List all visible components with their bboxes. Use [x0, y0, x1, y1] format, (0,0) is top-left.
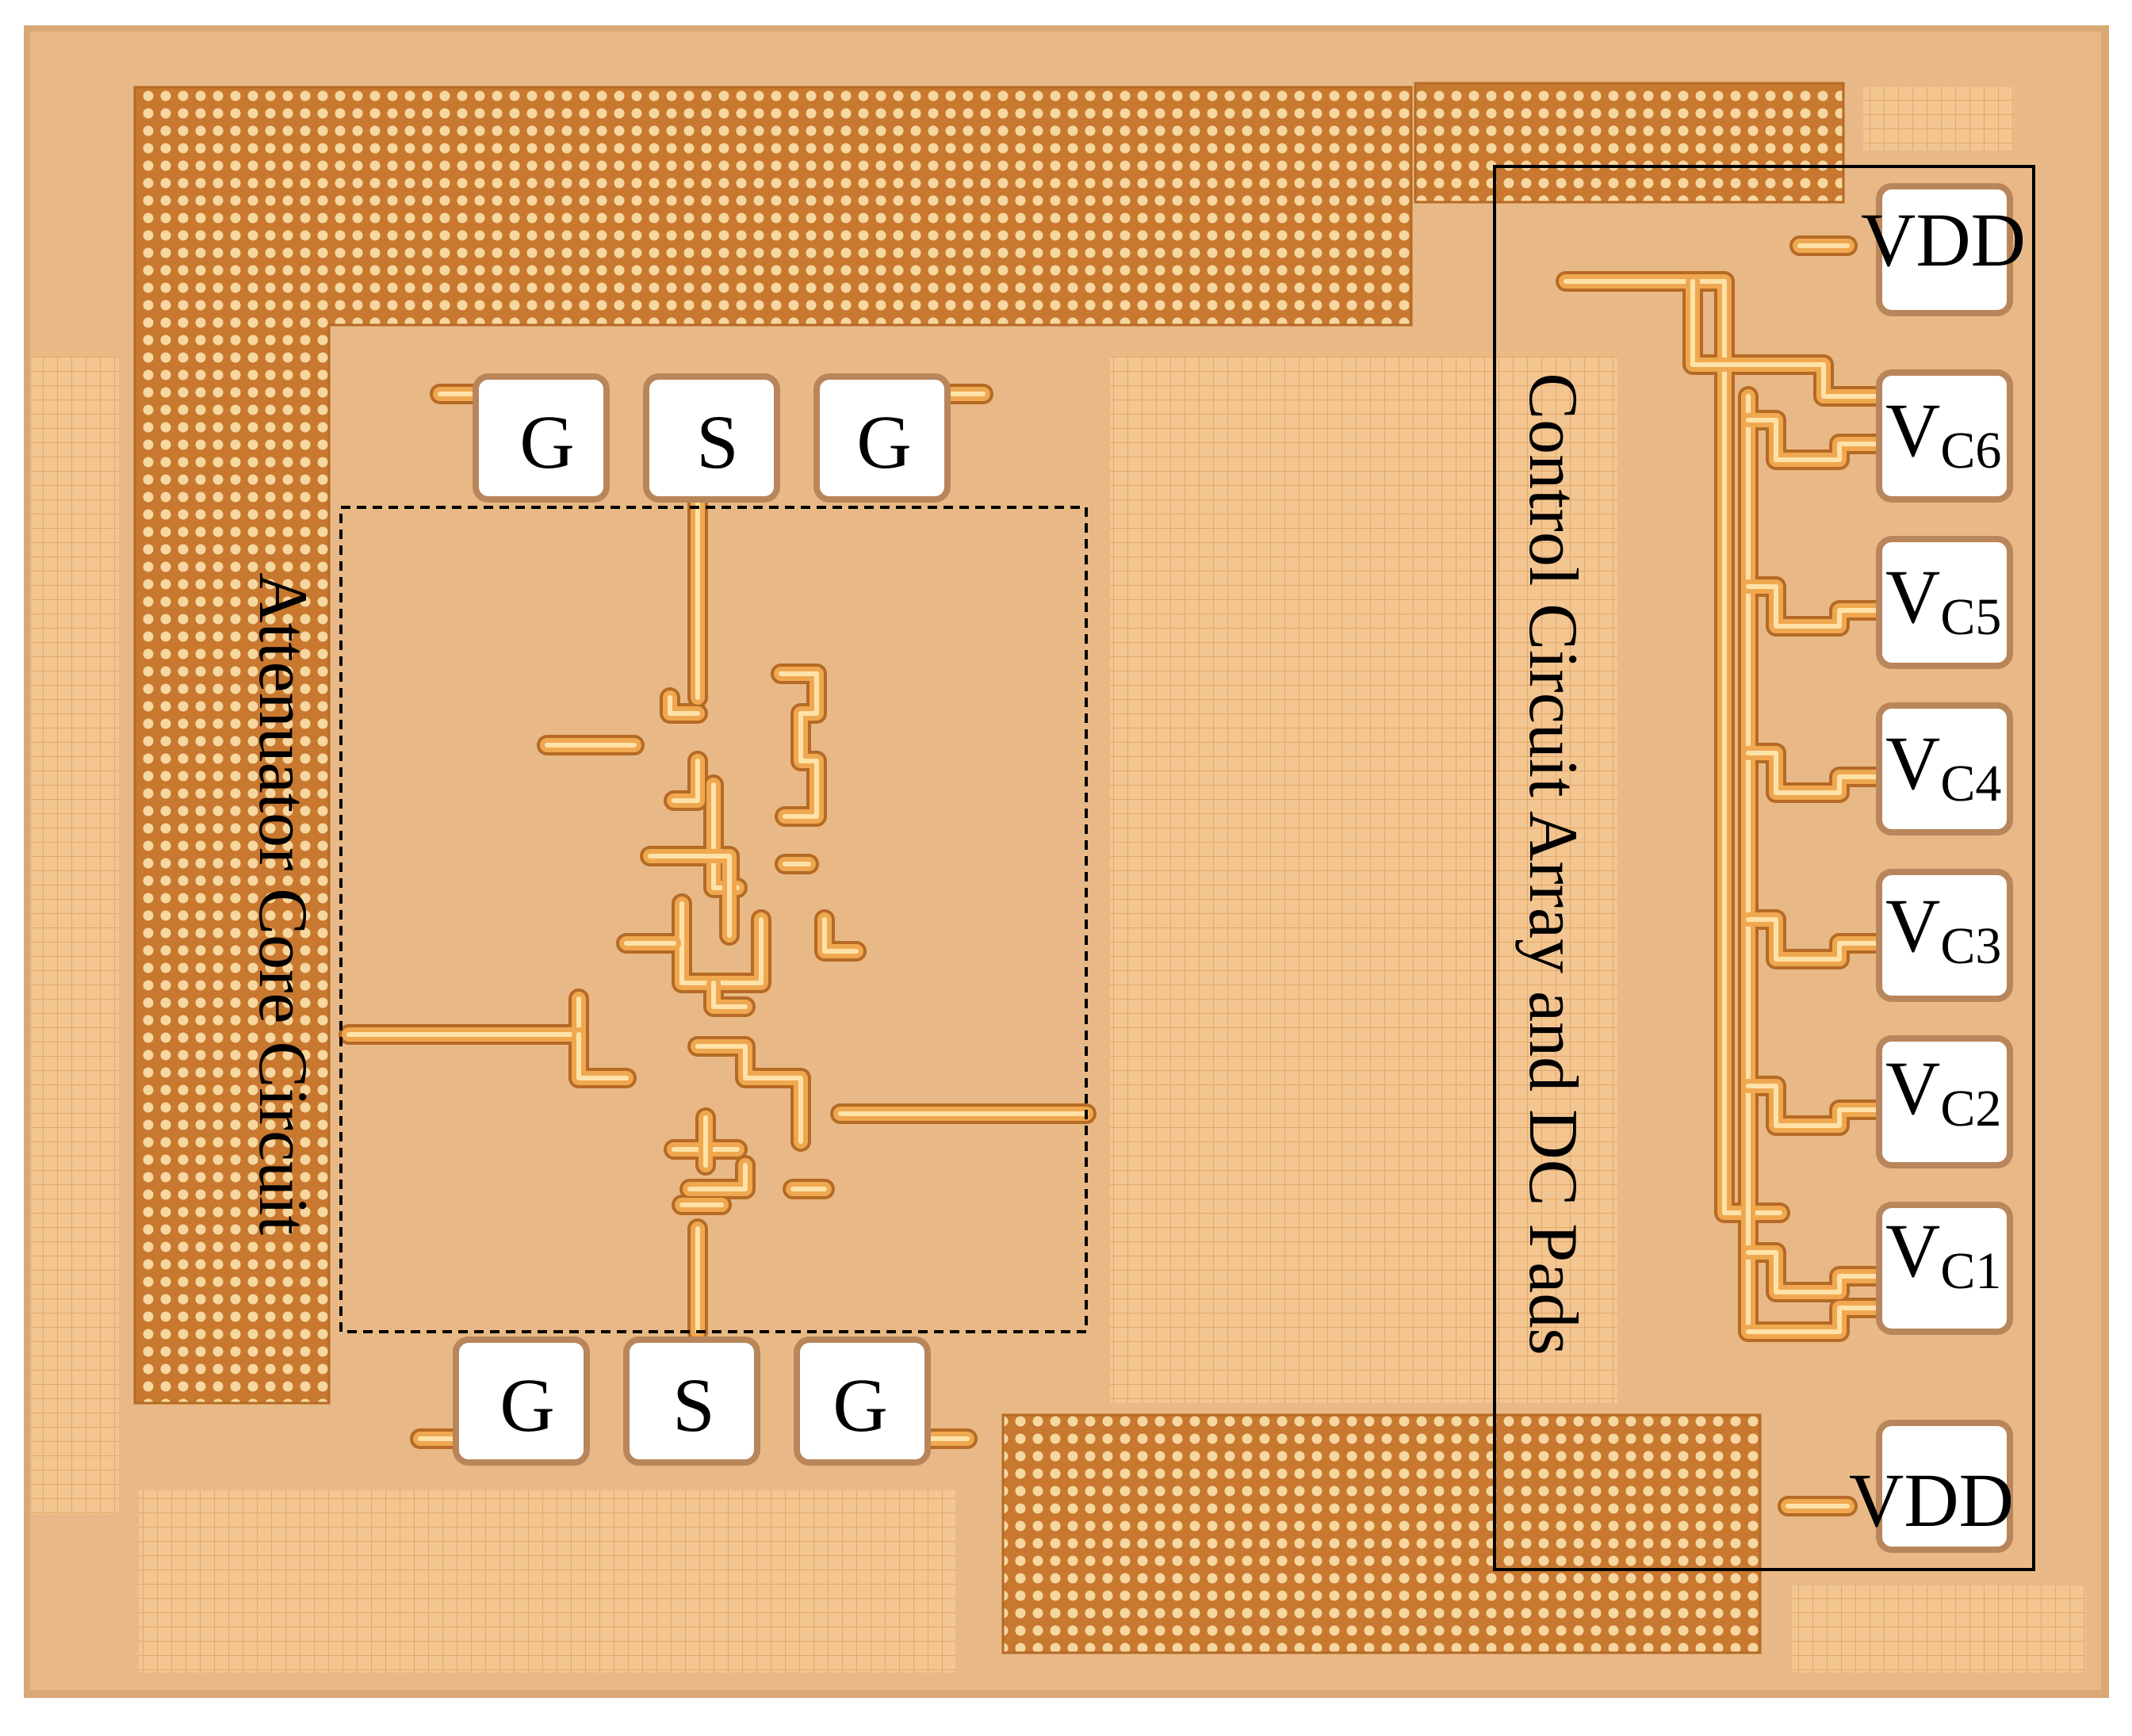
pad-label-bottom-3: G — [833, 1363, 887, 1447]
pad-vc4 — [1876, 702, 2013, 835]
vdd-bottom-label: VDD — [1849, 1458, 2014, 1543]
vc2-label: VC2 — [1885, 1046, 2001, 1138]
trace-highlight — [1746, 917, 1881, 962]
pad-vc1 — [1876, 1202, 2013, 1335]
trace-highlight — [711, 981, 748, 1009]
pad-vc2 — [1876, 1035, 2013, 1168]
vc5-label: VC5 — [1885, 554, 2001, 646]
vc3-label: VC3 — [1885, 883, 2001, 975]
trace-highlight — [672, 759, 700, 803]
pad-g-bottom-left — [453, 1336, 590, 1466]
metal-traces — [339, 235, 1889, 1516]
trace-highlight — [1746, 751, 1881, 795]
vdd-top-label: VDD — [1861, 197, 2026, 282]
trace-highlight — [576, 1032, 629, 1080]
rf-pads-top — [473, 373, 951, 503]
pad-s-top — [643, 373, 780, 503]
trace-highlight — [679, 901, 764, 985]
vc1-label: VC1 — [1885, 1208, 2001, 1300]
pad-g-top-right — [813, 373, 951, 503]
trace-highlight — [1746, 584, 1881, 629]
trace-highlight — [1690, 279, 1881, 399]
pad-label-bottom-2: S — [672, 1363, 714, 1447]
pad-s-bottom — [623, 1336, 760, 1466]
control-region-label: Control Circuit Array and DC Pads — [1514, 373, 1591, 1355]
trace-highlight — [779, 671, 819, 819]
core-region-label: Attenuator Core Circuit — [244, 572, 321, 1235]
trace-highlight — [695, 1044, 803, 1144]
pad-label-top-1: G — [519, 400, 574, 484]
pad-g-bottom-right — [794, 1336, 931, 1466]
pad-vc6 — [1876, 369, 2013, 503]
dummy-fill-regions — [32, 87, 2085, 1673]
trace-highlight — [1746, 418, 1881, 462]
trace-highlight — [1746, 1084, 1881, 1128]
trace-highlight — [1746, 1250, 1881, 1294]
pad-vdd-top — [1876, 183, 2013, 316]
trace-highlight — [1746, 1306, 1881, 1334]
trace-highlight — [648, 854, 732, 938]
control-region-box — [1493, 165, 2035, 1571]
rf-pad-labels-top: G S G — [519, 400, 911, 484]
pad-vc3 — [1876, 869, 2013, 1002]
pad-label-top-2: S — [696, 400, 738, 484]
trace-highlight — [822, 917, 859, 954]
ground-mesh-regions — [133, 82, 1845, 1654]
vc6-label: VC6 — [1885, 388, 2001, 480]
pad-label-top-3: G — [856, 400, 911, 484]
vc4-label: VC4 — [1885, 721, 2001, 813]
rf-pads-bottom — [453, 1336, 931, 1466]
pad-vc5 — [1876, 536, 2013, 669]
pad-vdd-bottom — [1876, 1420, 2013, 1553]
trace-highlight — [687, 1163, 748, 1191]
dc-pads — [1876, 183, 2013, 1553]
control-pad-labels: VC6 VC5 VC4 VC3 VC2 VC1 — [1885, 388, 2001, 1300]
core-region-box — [339, 506, 1088, 1333]
pad-label-bottom-1: G — [500, 1363, 554, 1447]
trace-highlight — [668, 695, 700, 716]
rf-pad-labels-bottom: G S G — [500, 1363, 887, 1447]
pad-g-top-left — [473, 373, 610, 503]
